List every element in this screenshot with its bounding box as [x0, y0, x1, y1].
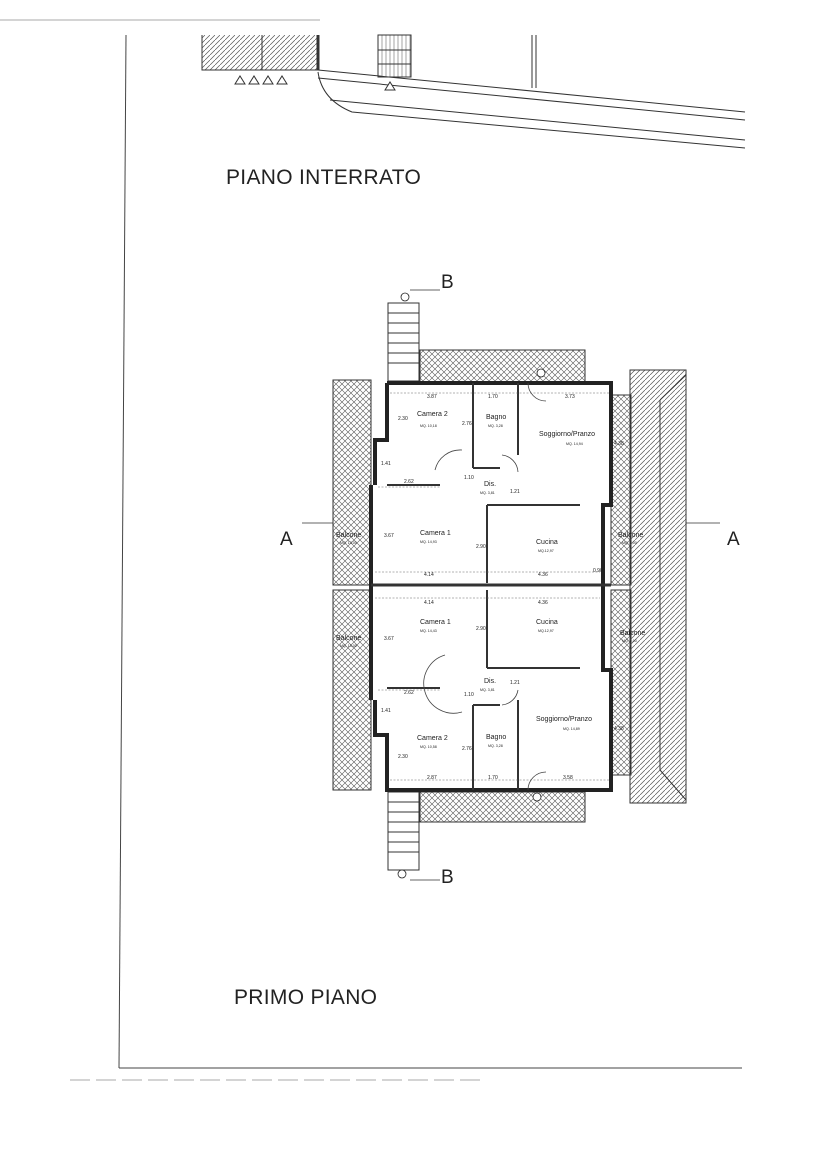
dimension: 2.62 — [404, 690, 414, 696]
sheet-border — [0, 19, 742, 1081]
basement-title: PIANO INTERRATO — [226, 166, 422, 189]
room-label: Cucina — [536, 539, 558, 546]
room-area: MQ.12,97 — [538, 629, 554, 633]
room-label: Balcone — [336, 532, 361, 539]
dimension: 4.14 — [424, 572, 434, 578]
dimension: 1.41 — [381, 461, 391, 467]
balcony-right-lower — [610, 589, 632, 776]
dimension: 3.87 — [427, 394, 437, 400]
dimension: 1.41 — [381, 708, 391, 714]
terrace-top — [419, 349, 586, 383]
dimension: 3.67 — [384, 636, 394, 642]
dimension: 4.38 — [614, 441, 624, 447]
dimension: 1.21 — [510, 680, 520, 686]
balcony-right-upper — [610, 394, 632, 586]
room-area: MQ. 3,28 — [488, 424, 503, 428]
dimension: 1.10 — [464, 475, 474, 481]
dimension: 4.14 — [424, 600, 434, 606]
section-b-bottom: B — [441, 867, 454, 888]
room-label: Bagno — [486, 414, 506, 421]
room-label: Dis. — [484, 481, 496, 488]
room-label: Soggiorno/Pranzo — [536, 716, 592, 723]
basement-plan-fragment — [201, 34, 746, 149]
balcony-left-lower — [332, 589, 372, 791]
room-area: MQ. 13,00 — [340, 541, 357, 545]
dimension: 2.76 — [462, 421, 472, 427]
room-label: Bagno — [486, 734, 506, 741]
first-floor-title: PRIMO PIANO — [234, 986, 378, 1009]
dimension: 2.90 — [476, 544, 486, 550]
room-area: MQ. 3,81 — [480, 688, 495, 692]
room-area: MQ. 10,58 — [420, 745, 437, 749]
dimension: 4.36 — [538, 600, 548, 606]
dimension: 2.30 — [398, 754, 408, 760]
room-area: MQ. 14,43 — [420, 629, 437, 633]
dimension: 1.70 — [488, 775, 498, 781]
dimension: 1.70 — [488, 394, 498, 400]
dimension: 3.58 — [563, 775, 573, 781]
dimension: 2.30 — [398, 416, 408, 422]
room-label: Soggiorno/Pranzo — [539, 431, 595, 438]
room-label: Camera 2 — [417, 411, 448, 418]
dimension: 4.36 — [538, 572, 548, 578]
stair-top — [387, 302, 420, 382]
room-area: MQ. 14,89 — [563, 727, 580, 731]
balcony-left-upper — [332, 379, 372, 586]
stair-bottom — [387, 791, 420, 871]
roof-right — [629, 369, 687, 804]
room-area: MQ. 6,00 — [622, 639, 637, 643]
dimension: 2.62 — [404, 479, 414, 485]
room-area: MQ. 14,94 — [566, 442, 583, 446]
room-area: MQ. 10,18 — [420, 424, 437, 428]
dimension: 2.87 — [427, 775, 437, 781]
dimension: 4.38 — [614, 726, 624, 732]
room-area: MQ. 7,00 — [622, 541, 637, 545]
room-area: MQ. 13,00 — [340, 644, 357, 648]
room-label: Dis. — [484, 678, 496, 685]
room-area: MQ. 14,93 — [420, 540, 437, 544]
room-label: Camera 2 — [417, 735, 448, 742]
section-b-top: B — [441, 272, 454, 293]
dimension: 3.73 — [565, 394, 575, 400]
dimension: 2.90 — [476, 626, 486, 632]
dimension: 1.10 — [464, 692, 474, 698]
room-label: Camera 1 — [420, 530, 451, 537]
dimension: 3.67 — [384, 533, 394, 539]
section-a-left: A — [280, 529, 293, 550]
section-a-right: A — [727, 529, 740, 550]
room-label: Camera 1 — [420, 619, 451, 626]
room-label: Balcone — [620, 630, 645, 637]
room-label: Balcone — [336, 635, 361, 642]
dimension: 1.21 — [510, 489, 520, 495]
room-label: Balcone — [618, 532, 643, 539]
first-floor-plan — [302, 289, 720, 881]
room-area: MQ.12,97 — [538, 549, 554, 553]
dimension: 2.76 — [462, 746, 472, 752]
room-area: MQ. 3,28 — [488, 744, 503, 748]
room-area: MQ. 3,81 — [480, 491, 495, 495]
room-label: Cucina — [536, 619, 558, 626]
dimension: 0.90 — [593, 568, 603, 574]
terrace-bottom — [419, 791, 586, 823]
